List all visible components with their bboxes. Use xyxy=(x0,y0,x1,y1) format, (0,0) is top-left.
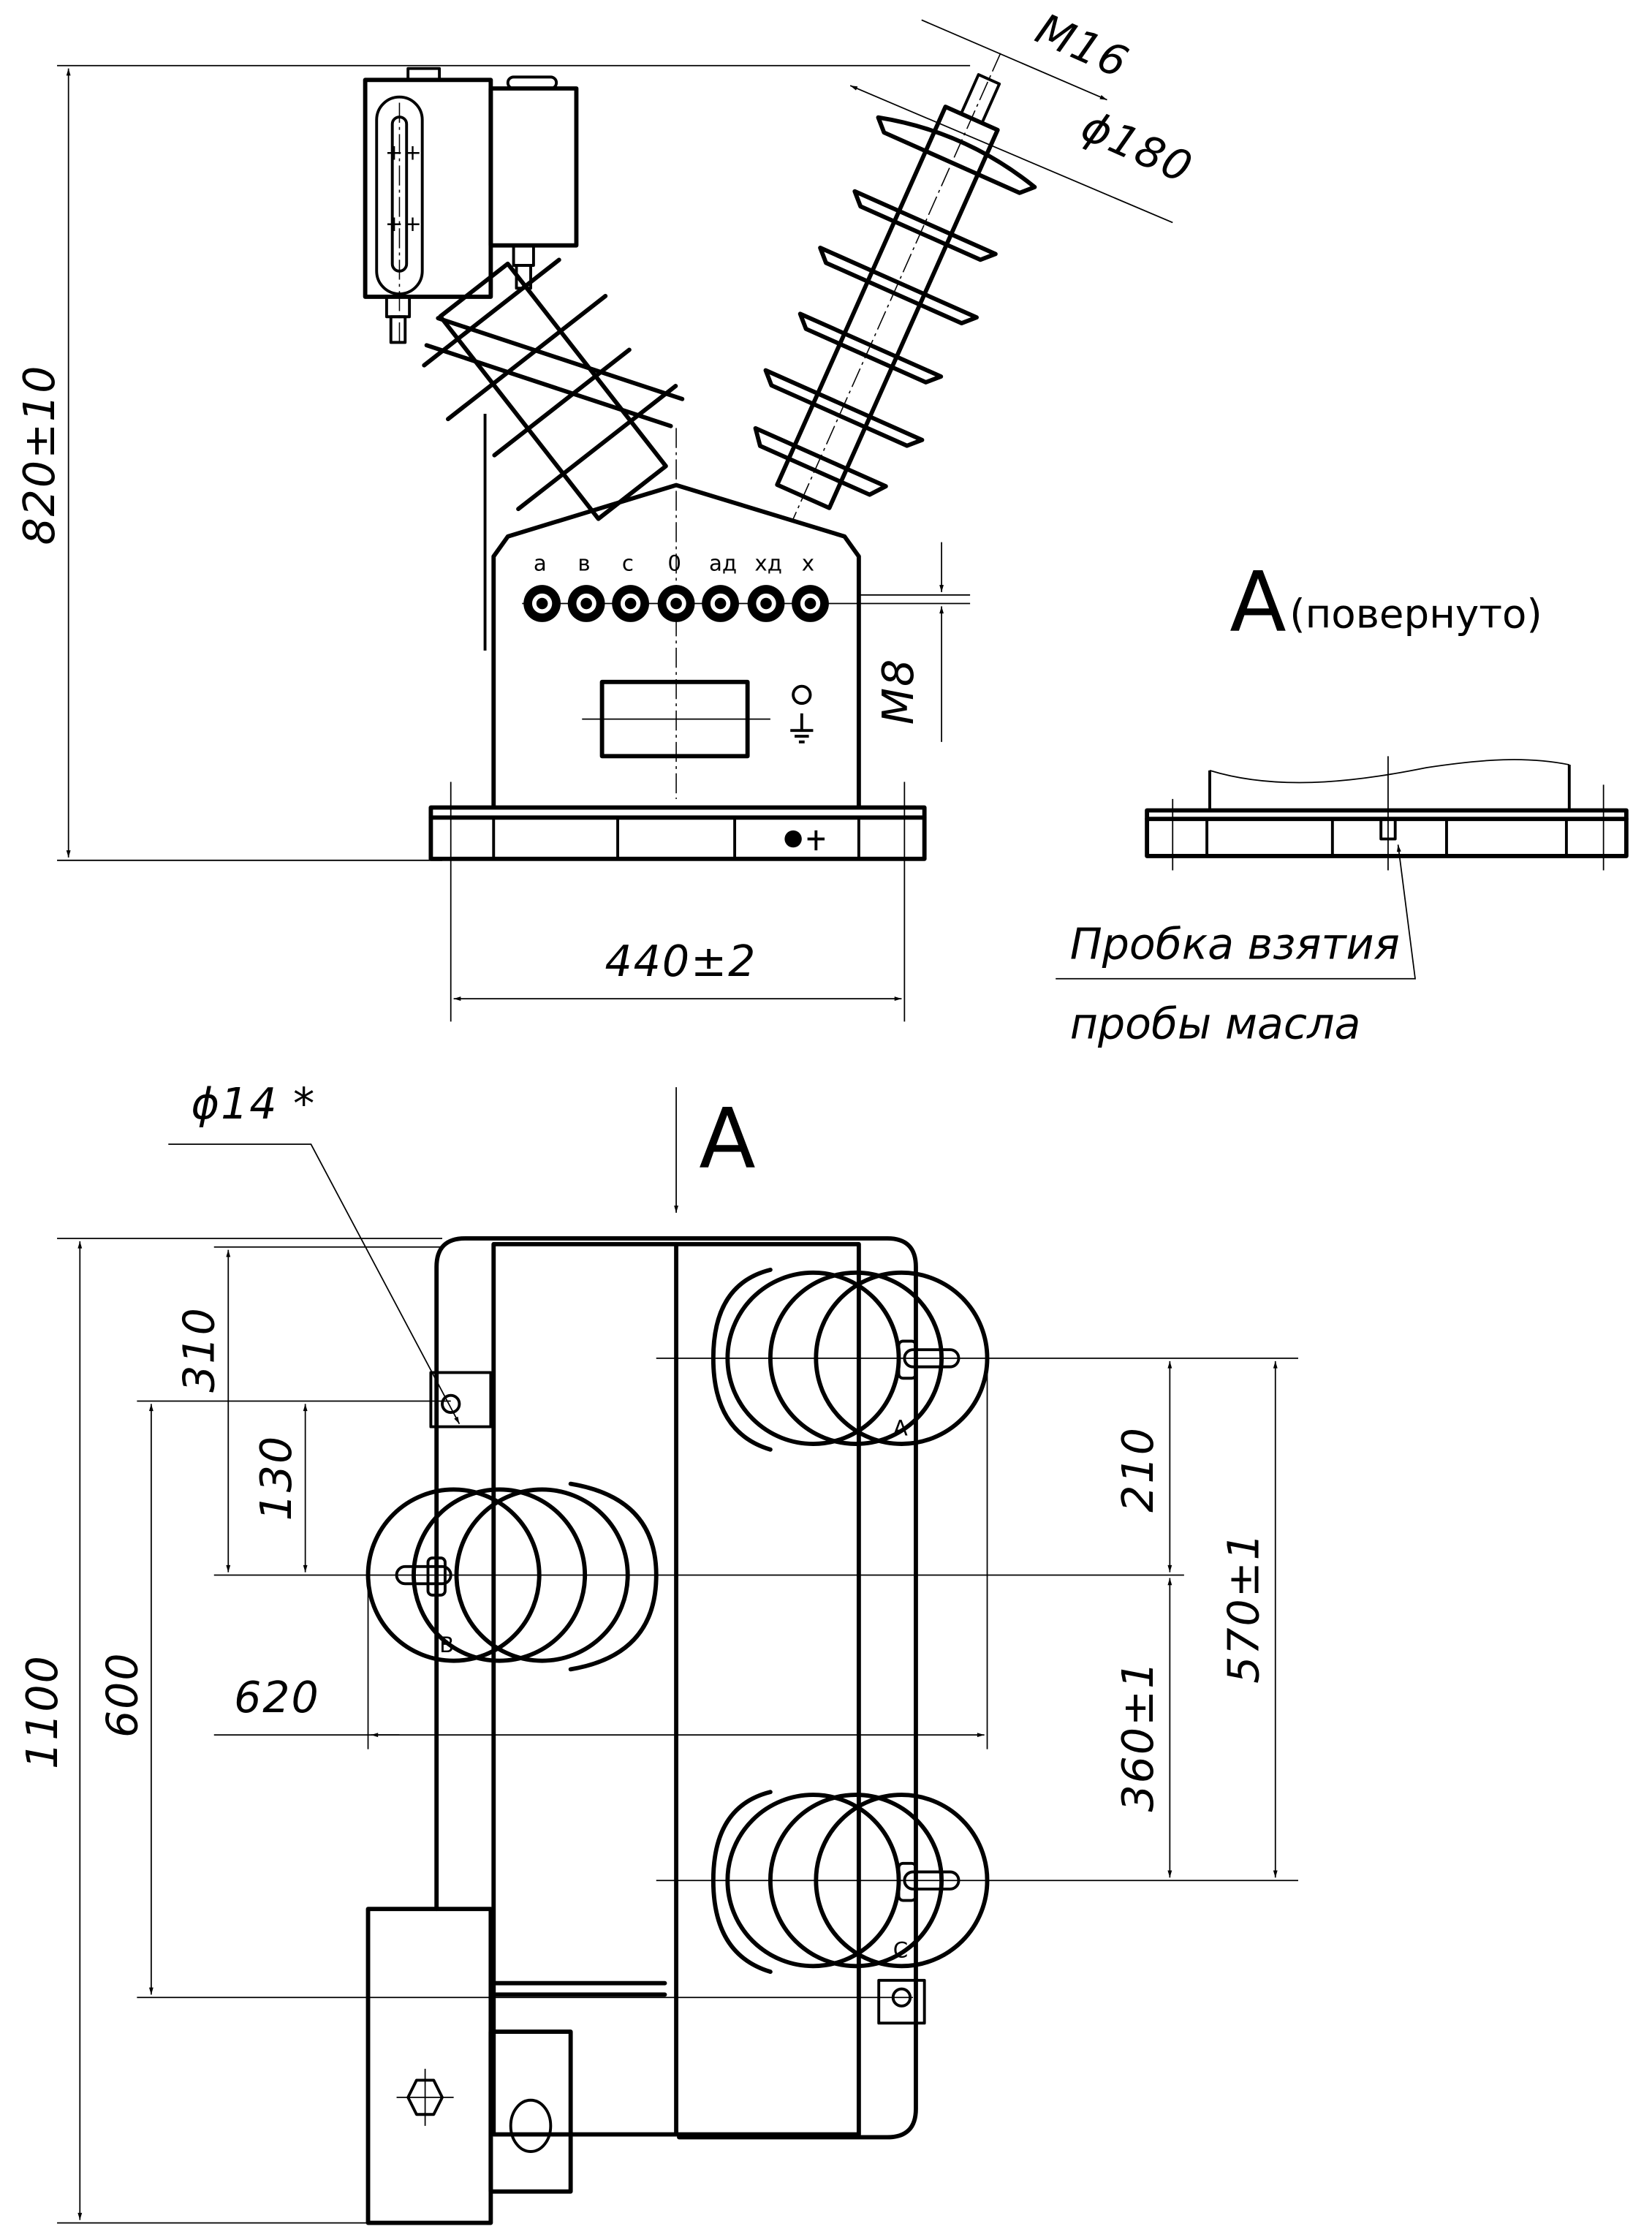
terminal-0[interactable]: 0 xyxy=(657,551,695,622)
dim-label-m8: M8 xyxy=(874,658,923,725)
terminal-label: x xyxy=(802,551,814,576)
mount-box xyxy=(365,1907,493,2225)
bushing-b: B xyxy=(365,1481,659,1672)
dim-label-310: 310 xyxy=(175,1306,224,1393)
terminal-xd[interactable]: xд xyxy=(747,551,785,622)
bushing-label: A xyxy=(893,1415,908,1440)
dim-label-1100: 1100 xyxy=(18,1654,67,1769)
front-view: 820±10 ++ ++ xyxy=(15,4,1200,1022)
svg-text:+: + xyxy=(403,211,422,236)
dim-label-130: 130 xyxy=(251,1435,301,1521)
terminal-label: c xyxy=(622,551,634,576)
oil-plug-note-line2: пробы масла xyxy=(1070,999,1361,1049)
svg-text:+: + xyxy=(403,140,422,165)
view-arrow-label: A xyxy=(699,1090,755,1187)
dim-label-m16: M16 xyxy=(1028,4,1136,88)
insulator-right xyxy=(753,53,1037,523)
bushing-label: C xyxy=(893,1938,908,1963)
terminal-label: a xyxy=(534,551,547,576)
base-earth-icon xyxy=(784,830,825,851)
view-a-subtitle: (повернуто) xyxy=(1289,591,1542,637)
dim-label-620: 620 xyxy=(234,1673,320,1722)
dim-label-600: 600 xyxy=(97,1651,147,1738)
dim-m8: M8 xyxy=(858,542,971,742)
dim-height-820: 820±10 xyxy=(15,64,443,861)
bushing-a: A xyxy=(711,1267,990,1452)
terminal-label: aд xyxy=(709,551,737,576)
terminal-label: xд xyxy=(754,551,782,576)
bushing-c: C xyxy=(711,1790,990,1975)
svg-text:+: + xyxy=(385,211,403,236)
terminal-x[interactable]: x xyxy=(792,551,829,622)
plan-view: A ϕ14 * A xyxy=(18,1079,1298,2225)
view-a: A (повернуто) Пробка взятия пробы масла xyxy=(1056,554,1629,1049)
terminal-row: a в c 0 aд xд x xyxy=(522,551,971,622)
earth-bolt-icon xyxy=(792,684,812,705)
terminal-label: в xyxy=(577,551,590,576)
svg-text:+: + xyxy=(385,140,403,165)
fuse-box: ++ ++ xyxy=(363,67,493,344)
oil-plug-note-line1: Пробка взятия xyxy=(1070,919,1400,969)
dim-label-d180: ϕ180 xyxy=(1075,101,1200,193)
dim-base-width: 440±2 xyxy=(450,782,906,1022)
terminal-a[interactable]: a xyxy=(523,551,561,622)
earth-symbol-icon xyxy=(790,713,814,743)
terminal-b[interactable]: в xyxy=(567,551,605,622)
terminal-box xyxy=(488,75,579,290)
dim-label-570: 570±1 xyxy=(1219,1532,1268,1684)
tank xyxy=(428,413,927,861)
bushing-label: B xyxy=(439,1632,454,1657)
terminal-ad[interactable]: aд xyxy=(702,551,739,622)
terminal-c[interactable]: c xyxy=(612,551,649,622)
dim-label-base-width: 440±2 xyxy=(605,937,757,986)
dim-label-210: 210 xyxy=(1113,1426,1163,1513)
dim-m16: M16 xyxy=(921,4,1136,101)
insulator-left xyxy=(422,257,685,521)
dim-label-360: 360±1 xyxy=(1113,1660,1163,1812)
drain-hole xyxy=(509,2098,553,2153)
terminal-label: 0 xyxy=(667,551,681,576)
hole-callout: ϕ14 * xyxy=(192,1079,317,1129)
dim-label-height: 820±10 xyxy=(15,365,64,545)
view-a-title: A xyxy=(1229,554,1286,651)
hex-bolt-icon xyxy=(396,2068,454,2126)
